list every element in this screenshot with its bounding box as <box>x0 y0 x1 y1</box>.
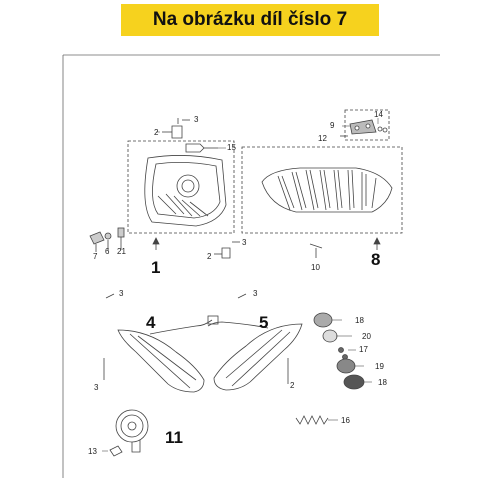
label-2-middle: 2 <box>207 252 212 261</box>
headlight-part-1 <box>127 140 235 250</box>
label-3-middle: 3 <box>242 238 247 247</box>
label-13: 13 <box>88 447 97 456</box>
diagram-frame <box>62 54 440 478</box>
label-16: 16 <box>341 416 350 425</box>
label-21: 21 <box>117 247 126 256</box>
label-9: 9 <box>330 121 335 130</box>
title-banner: Na obrázku díl číslo 7 <box>121 4 379 36</box>
label-7: 7 <box>93 252 98 261</box>
bracket-parts <box>340 109 390 141</box>
label-15: 15 <box>227 143 236 152</box>
label-3-left: 3 <box>119 289 124 298</box>
label-3-right: 3 <box>253 289 258 298</box>
indicator-part-5 <box>207 293 303 391</box>
horn-part-11 <box>109 409 149 457</box>
round-parts-right <box>313 312 365 390</box>
lens-part-8 <box>241 146 403 250</box>
spring-part-16 <box>295 415 329 425</box>
label-2-top: 2 <box>154 128 159 137</box>
banner-title: Na obrázku díl číslo 7 <box>152 9 348 30</box>
label-19: 19 <box>375 362 384 371</box>
label-5: 5 <box>259 313 268 332</box>
label-18-top: 18 <box>355 316 364 325</box>
leader-lines <box>102 118 379 452</box>
label-10: 10 <box>311 263 320 272</box>
small-parts-left <box>89 227 125 252</box>
label-12: 12 <box>318 134 327 143</box>
label-4: 4 <box>146 313 156 332</box>
label-2-lower-right: 2 <box>290 381 295 390</box>
label-1: 1 <box>151 258 160 277</box>
label-3-lower-left: 3 <box>94 383 99 392</box>
label-18-bottom: 18 <box>378 378 387 387</box>
label-20: 20 <box>362 332 371 341</box>
label-14: 14 <box>374 110 383 119</box>
bulb-part-15 <box>185 143 218 153</box>
indicator-part-4 <box>103 293 219 393</box>
screw-set-middle <box>214 241 323 259</box>
label-17: 17 <box>359 345 368 354</box>
label-8: 8 <box>371 250 380 269</box>
label-6: 6 <box>105 247 110 256</box>
label-11: 11 <box>165 428 183 447</box>
screw-set-top <box>162 118 190 139</box>
label-3-top: 3 <box>194 115 199 124</box>
